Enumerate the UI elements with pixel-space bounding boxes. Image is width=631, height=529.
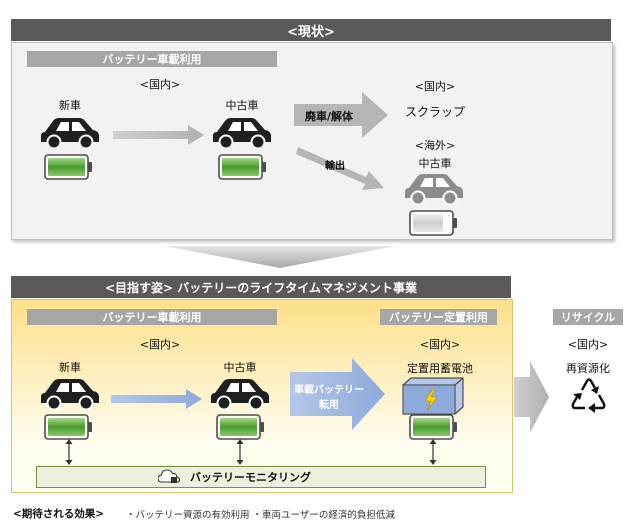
scrap-arrow-label: 廃車/解体 [304,110,354,123]
cloud-monitor-icon [158,469,180,483]
stationary-label-text: バッテリー定置利用 [389,311,488,324]
recycle-region-label: <国内> [567,338,609,351]
recycle-label-text: リサイクル [560,311,616,324]
battery-full-icon [216,414,266,440]
recycle-icon [571,378,606,413]
stationary-region-label: <国内> [419,338,461,351]
recycle-text: 再資源化 [566,362,610,375]
footer-text: ・バッテリー資源の有効利用 ・車両ユーザーの経済的負担低減 [126,510,395,521]
target-new-car-label: 新車 [59,361,81,374]
battery-full-icon [44,414,94,440]
new-car-icon [39,116,101,150]
current-domestic-label: <国内> [139,78,181,91]
right-arrow-blue [111,389,202,409]
recycle-arrow [514,361,549,433]
onboard-label: バッテリー車載利用 [27,309,277,325]
data-link-icon [236,439,244,465]
current-section-label-text: バッテリー車載利用 [102,53,202,66]
battery-full-icon [218,154,268,180]
scrap-arrow [294,92,388,138]
data-link-icon [65,439,73,465]
target-new-car-icon [39,377,101,411]
target-used-car-label: 中古車 [223,361,257,374]
battery-low-icon [409,210,459,236]
export-arrow [296,147,384,190]
overseas-car-icon [403,172,465,206]
footer-label: <期待される効果> [13,508,105,520]
current-new-car-label: 新車 [59,99,81,112]
monitoring-label: バッテリーモニタリング [190,471,311,484]
current-header-text: <現状> [287,24,335,40]
storage-battery-icon [402,377,464,415]
target-header: <目指す姿> バッテリーのライフタイムマネジメント事業 [11,276,511,298]
current-used-car-label: 中古車 [225,99,259,112]
onboard-label-text: バッテリー車載利用 [102,311,202,324]
overseas-used-car-label: 中古車 [418,157,452,170]
current-header: <現状> [11,19,611,41]
scrap-region-label: <国内> [414,80,456,93]
data-link-icon [429,439,437,465]
overseas-region-label: <海外> [414,139,456,152]
used-car-icon [211,116,273,150]
target-used-car-icon [209,377,271,411]
transition-funnel [165,246,395,268]
storage-label: 定置用蓄電池 [407,362,473,375]
recycle-label: リサイクル [553,309,623,325]
current-section-label: バッテリー車載利用 [27,51,277,67]
target-header-text: <目指す姿> バッテリーのライフタイムマネジメント事業 [104,280,418,295]
reuse-arrow [290,358,385,430]
reuse-arrow-label-2: 転用 [319,400,339,411]
current-panel [11,42,613,240]
battery-full-icon [44,154,94,180]
battery-full-icon [409,414,459,440]
right-arrow-gray [113,125,204,145]
stationary-label: バッテリー定置利用 [380,309,497,325]
scrap-label: スクラップ [404,105,465,119]
onboard-region-label: <国内> [139,338,181,351]
reuse-arrow-label-1: 車載バッテリー [294,385,364,396]
monitoring-bar [36,466,486,488]
export-arrow-label: 輸出 [325,161,345,172]
